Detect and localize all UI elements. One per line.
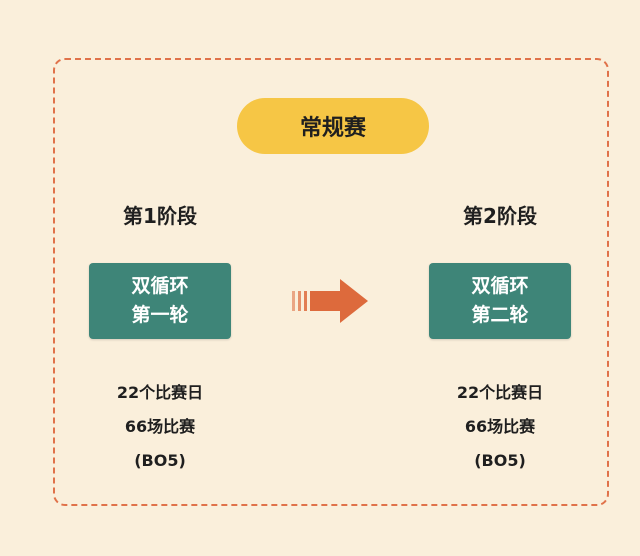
- stage-1-box-line-1: 双循环: [131, 275, 189, 297]
- stage-2-box-line-2: 第二轮: [471, 304, 529, 326]
- stage-2-box-line-1: 双循环: [471, 275, 529, 297]
- stage-1-format: (BO5): [134, 451, 186, 470]
- stage-2-label: 第2阶段: [463, 204, 537, 228]
- stage-2-match-days: 22个比赛日: [456, 383, 544, 402]
- stage-1-box-line-2: 第一轮: [131, 304, 189, 326]
- stage-1-label: 第1阶段: [123, 204, 197, 228]
- stage-2-box: 双循环 第二轮: [429, 263, 571, 339]
- dashed-frame: [53, 58, 609, 506]
- stage-1-match-count: 66场比赛: [124, 417, 196, 436]
- stage-2-format: (BO5): [474, 451, 526, 470]
- page-title: 常规赛: [237, 98, 429, 154]
- stage-2-match-count: 66场比赛: [464, 417, 536, 436]
- right-arrow-icon: [292, 279, 368, 323]
- stage-1-details: 22个比赛日 66场比赛 (BO5): [60, 376, 260, 478]
- stage-2-details: 22个比赛日 66场比赛 (BO5): [400, 376, 600, 478]
- stage-1-match-days: 22个比赛日: [116, 383, 204, 402]
- stage-1-box: 双循环 第一轮: [89, 263, 231, 339]
